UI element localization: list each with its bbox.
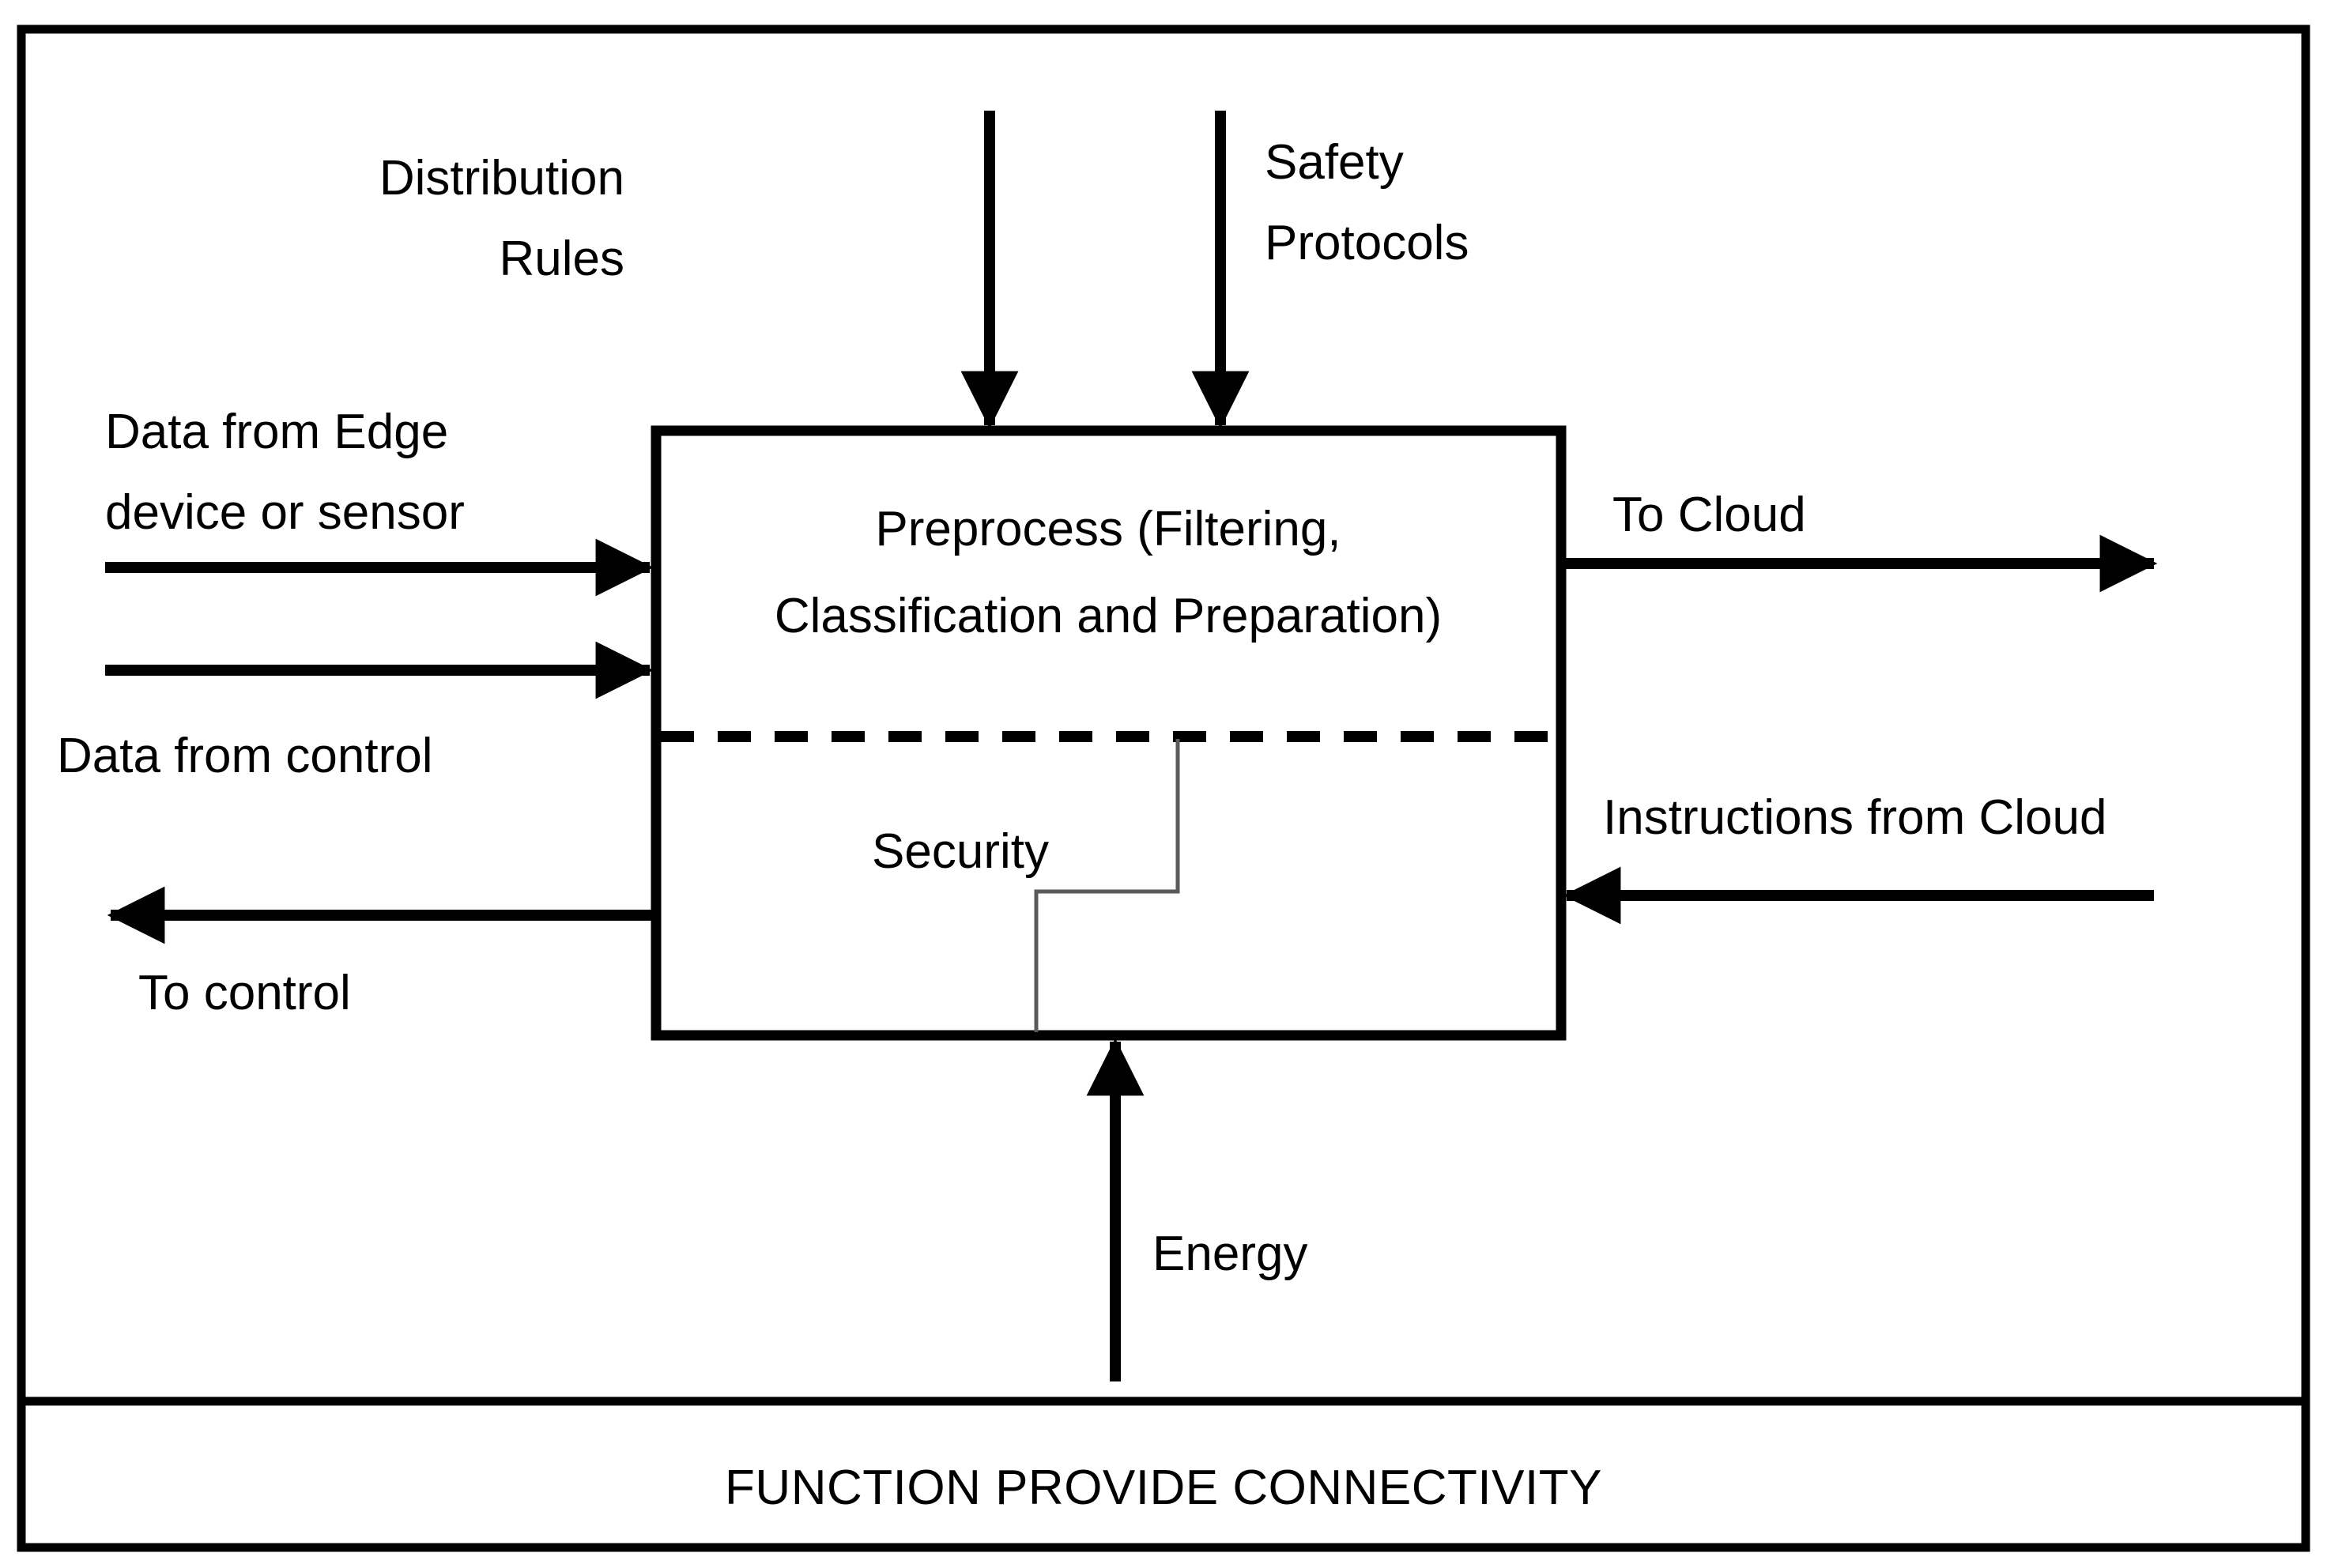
security-leader-line bbox=[1034, 739, 1180, 1032]
label-data-from-edge-line2: device or sensor bbox=[105, 485, 465, 540]
label-data-from-control: Data from control bbox=[57, 729, 433, 783]
function-banner-label: FUNCTION PROVIDE CONNECTIVITY bbox=[725, 1461, 1602, 1515]
label-data-from-edge-line1: Data from Edge bbox=[105, 405, 448, 459]
label-distribution-rules-line1: Distribution bbox=[379, 151, 624, 205]
label-safety-protocols-line1: Safety bbox=[1265, 135, 1404, 190]
label-to-cloud: To Cloud bbox=[1612, 488, 1806, 542]
block-title-line1: Preprocess (Filtering, bbox=[875, 502, 1341, 556]
block-title-line2: Classification and Preparation) bbox=[775, 589, 1442, 643]
label-to-control: To control bbox=[138, 966, 351, 1020]
block-security-label: Security bbox=[872, 824, 1049, 879]
label-instructions-from-cloud: Instructions from Cloud bbox=[1603, 790, 2106, 845]
outer-frame bbox=[17, 24, 2310, 1552]
label-safety-protocols-line2: Protocols bbox=[1265, 216, 1469, 270]
label-distribution-rules-line2: Rules bbox=[499, 232, 624, 286]
label-energy: Energy bbox=[1152, 1227, 1307, 1281]
